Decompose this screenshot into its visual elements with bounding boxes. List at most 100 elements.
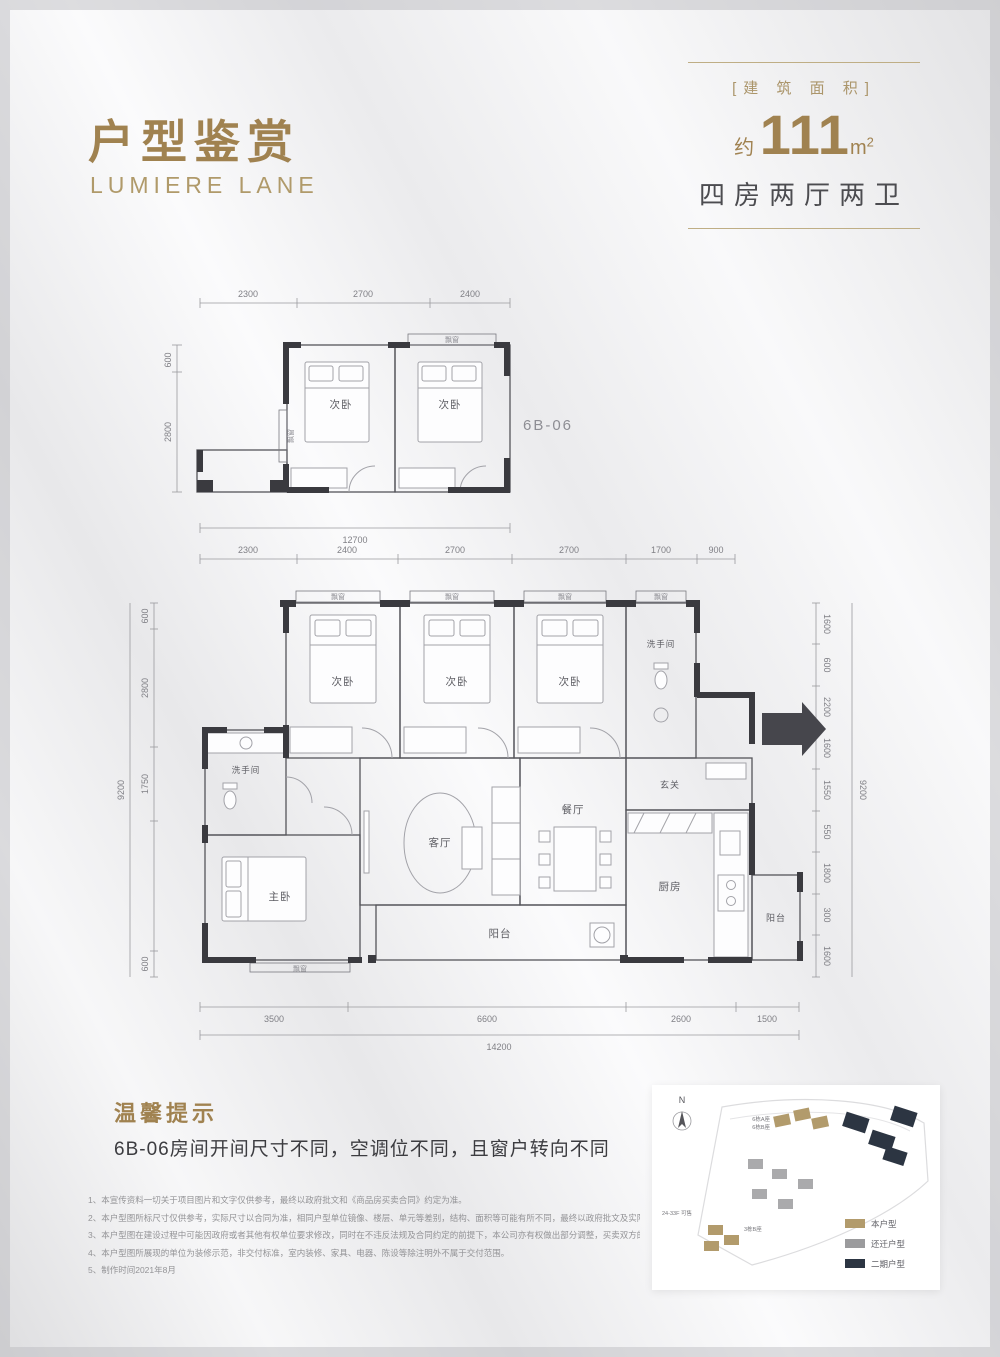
area-unit: m xyxy=(849,137,867,159)
wardrobe xyxy=(517,726,581,754)
door-arc xyxy=(323,806,353,836)
dim-text: 1700 xyxy=(651,545,671,555)
area-unit-exp: 2 xyxy=(866,134,874,150)
area-badge-value: 约 111m2 xyxy=(688,102,920,167)
dim-text: 12700 xyxy=(342,535,367,545)
dim-text: 1600 xyxy=(822,614,832,634)
compass-icon: N xyxy=(672,1095,692,1131)
site-legend: 本户型 还迁户型 二期户型 xyxy=(845,1219,906,1269)
dim-text: 9200 xyxy=(858,780,868,800)
bed xyxy=(304,361,370,443)
bay-window-label: 飘窗 xyxy=(445,592,459,601)
room-label-bedroom: 次卧 xyxy=(559,675,582,688)
dim-text: 2600 xyxy=(671,1014,691,1024)
master-bed xyxy=(221,856,307,922)
dim-text: 1600 xyxy=(822,946,832,966)
coffee-table xyxy=(461,826,483,870)
bay-window-label: 飘窗 xyxy=(293,964,307,973)
building-label: 6栋A座 xyxy=(752,1115,770,1123)
badge-bottom-rule xyxy=(688,228,920,229)
legend-swatch-this-unit xyxy=(845,1219,865,1228)
area-layout: 四房两厅两卫 xyxy=(698,180,909,210)
area-badge: [建 筑 面 积] 约 111m2 四房两厅两卫 xyxy=(688,62,920,229)
door-arc xyxy=(589,727,621,759)
bay-window-label: 飘窗 xyxy=(654,592,668,601)
dim-text: 1500 xyxy=(757,1014,777,1024)
bay-window-label: 飘窗 xyxy=(445,335,459,344)
room-label-kitchen: 厨房 xyxy=(659,880,682,893)
small-floorplan: 2300 2700 2400 600 2800 12700 飘窗 飘窗 xyxy=(163,289,571,545)
dim-text: 9200 xyxy=(116,780,126,800)
washer xyxy=(589,922,615,948)
legend-swatch-phase2 xyxy=(845,1259,865,1268)
page-title: 户型鉴赏 xyxy=(88,116,300,168)
dining-set xyxy=(538,826,612,892)
dim-text: 600 xyxy=(140,608,150,623)
dim-text: 900 xyxy=(708,545,723,555)
dim-text: 14200 xyxy=(486,1042,511,1052)
room-label-bedroom: 次卧 xyxy=(446,675,469,688)
dim-text: 2700 xyxy=(559,545,579,555)
dim-text: 2700 xyxy=(445,545,465,555)
room-label-balcony: 阳台 xyxy=(766,912,786,923)
entry-arrow xyxy=(762,702,826,756)
bed xyxy=(536,614,604,704)
bed xyxy=(417,361,483,443)
bay-window-label: 飘窗 xyxy=(558,592,572,601)
svg-text:N: N xyxy=(679,1095,686,1105)
dim-text: 1800 xyxy=(822,863,832,883)
dim-text: 2200 xyxy=(822,697,832,717)
tips-body: 6B-06房间开间尺寸不同，空调位不同，且窗户转向不同 xyxy=(114,1139,610,1160)
phase2-buildings xyxy=(842,1105,918,1167)
bed xyxy=(423,614,491,704)
tv xyxy=(363,810,370,874)
room-label-bedroom: 次卧 xyxy=(439,398,462,411)
main-floorplan: 2300 2400 2700 2700 1700 900 600 2800 17… xyxy=(116,545,868,1052)
dim-text: 2400 xyxy=(337,545,357,555)
dim-text: 3500 xyxy=(264,1014,284,1024)
building-label: 3栋B座 xyxy=(744,1225,762,1233)
dim-text: 600 xyxy=(822,657,832,672)
site-plan-card: N 6栋A座 xyxy=(652,1085,940,1290)
dim-text: 2300 xyxy=(238,545,258,555)
wardrobe xyxy=(398,467,456,489)
tips-title: 温馨提示 xyxy=(114,1101,219,1126)
room-label-living: 客厅 xyxy=(429,836,452,849)
dim-text: 600 xyxy=(140,956,150,971)
resettlement-buildings xyxy=(748,1159,813,1209)
disclaimer-line: 5、制作时间2021年8月 xyxy=(88,1265,176,1275)
dim-text: 1550 xyxy=(822,780,832,800)
area-number: 111 xyxy=(759,103,850,166)
dim-text: 300 xyxy=(822,907,832,922)
sofa xyxy=(491,786,521,896)
dim-text: 2800 xyxy=(163,422,173,442)
legend-swatch-resettlement xyxy=(845,1239,865,1248)
site-note: 24-33F 可售 xyxy=(662,1209,692,1217)
this-unit-buildings xyxy=(704,1107,830,1251)
area-approx: 约 xyxy=(734,137,755,159)
toilet xyxy=(653,662,669,723)
page-subtitle: LUMIERE LANE xyxy=(90,172,319,198)
room-label-bathroom: 洗手间 xyxy=(647,639,676,649)
dim-text: 1600 xyxy=(822,738,832,758)
legend-label: 还迁户型 xyxy=(871,1239,906,1249)
legend-label: 本户型 xyxy=(871,1219,897,1229)
room-label-foyer: 玄关 xyxy=(660,779,680,790)
room-label-balcony: 阳台 xyxy=(489,927,512,940)
disclaimer-line: 1、本宣传资料一切关于项目图片和文字仅供参考，最终以政府批文和《商品房买卖合同》… xyxy=(88,1195,467,1205)
site-plan-map: N 6栋A座 xyxy=(662,1095,929,1269)
wardrobe xyxy=(403,726,467,754)
room-label-dining: 餐厅 xyxy=(562,803,585,816)
disclaimer-line: 3、本户型图在建设过程中可能因政府或者其他有权单位要求修改，同时在不违反法规及合… xyxy=(88,1230,640,1240)
badge-top-rule xyxy=(688,62,920,63)
legend-label: 二期户型 xyxy=(871,1259,906,1269)
dim-text: 2400 xyxy=(460,289,480,299)
kitchen-counter xyxy=(627,812,749,958)
dim-text: 6600 xyxy=(477,1014,497,1024)
dim-text: 600 xyxy=(163,352,173,367)
door-arc xyxy=(348,465,376,493)
room-label-bedroom: 次卧 xyxy=(330,398,353,411)
dim-text: 1750 xyxy=(140,774,150,794)
dim-text: 2800 xyxy=(140,678,150,698)
area-badge-label: [建 筑 面 积] xyxy=(732,80,876,97)
